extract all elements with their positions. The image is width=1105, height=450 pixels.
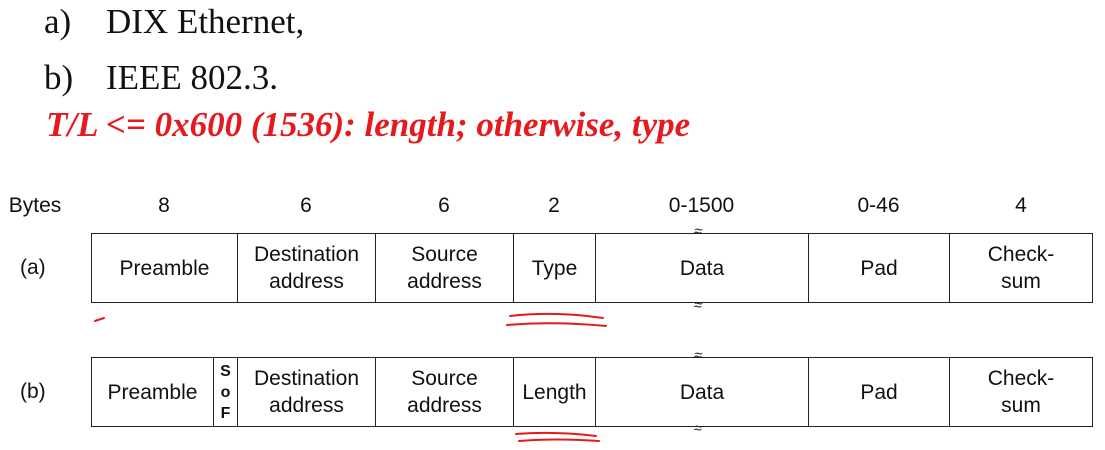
field-destination-address: Destination address — [237, 358, 375, 426]
annotation-underline-length — [515, 431, 597, 437]
list-item-ieee-8023: b) IEEE 802.3. — [44, 58, 278, 98]
type-length-rule: T/L <= 0x600 (1536): length; otherwise, … — [46, 105, 691, 144]
bytes-pad: 0-46 — [857, 194, 900, 217]
annotation-underline-length — [518, 438, 600, 442]
list-marker: a) — [44, 2, 72, 41]
bytes-destination: 6 — [300, 194, 312, 217]
field-source-address: Source address — [375, 234, 513, 302]
annotation-underline-type — [506, 322, 607, 327]
field-pad: Pad — [808, 234, 949, 302]
field-type: Type — [513, 234, 595, 302]
annotation-tick — [94, 317, 105, 322]
bytes-checksum: 4 — [1015, 194, 1027, 217]
field-length: Length — [513, 358, 595, 426]
field-checksum: Check- sum — [949, 358, 1093, 426]
field-pad: Pad — [808, 358, 949, 426]
field-preamble: Preamble — [91, 234, 237, 302]
bytes-label: Bytes — [8, 194, 62, 217]
bytes-data: 0-1500 — [668, 194, 735, 217]
field-data: Data — [595, 234, 808, 302]
field-destination-address: Destination address — [237, 234, 375, 302]
frame-a: Preamble Destination address Source addr… — [91, 233, 1093, 303]
frame-a-label: (a) — [20, 256, 46, 279]
bytes-preamble: 8 — [158, 194, 170, 217]
bytes-source: 6 — [438, 194, 450, 217]
field-checksum: Check- sum — [949, 234, 1093, 302]
list-text: DIX Ethernet, — [106, 2, 305, 41]
list-item-dix-ethernet: a) DIX Ethernet, — [44, 2, 304, 42]
field-data: Data — [595, 358, 808, 426]
frame-b-label: (b) — [20, 380, 46, 403]
list-text: IEEE 802.3. — [106, 58, 279, 97]
list-marker: b) — [44, 58, 74, 97]
bytes-type-length: 2 — [548, 194, 560, 217]
annotation-underline-type — [509, 312, 604, 319]
field-preamble: Preamble — [91, 358, 213, 426]
field-source-address: Source address — [375, 358, 513, 426]
